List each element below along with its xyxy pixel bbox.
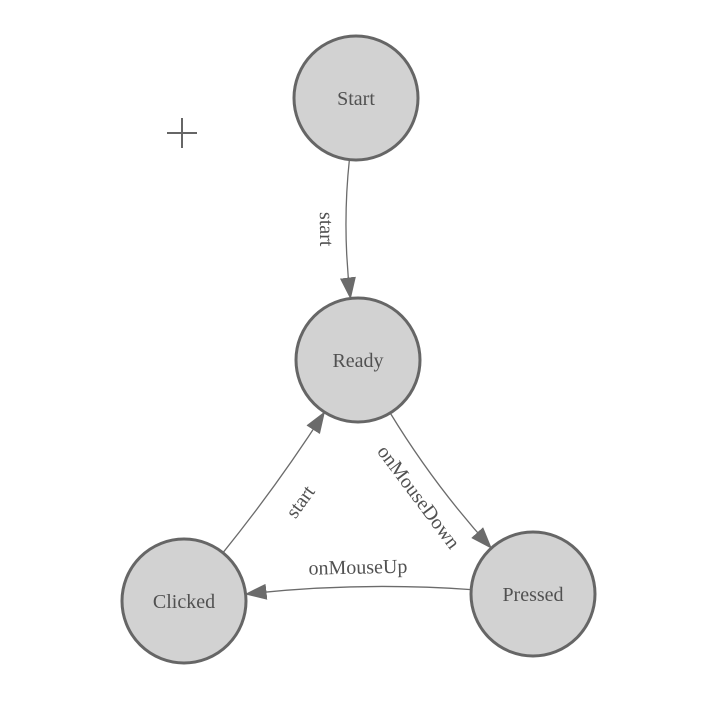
edge-clicked-ready[interactable] <box>222 411 326 554</box>
node-start-circle[interactable] <box>292 34 420 162</box>
node-ready-circle[interactable] <box>294 296 422 424</box>
crosshair-icon <box>167 118 197 148</box>
edge-clicked-ready-label: start <box>282 481 320 522</box>
edge-start-ready[interactable] <box>340 159 356 300</box>
state-node-clicked: Clicked <box>120 537 248 665</box>
edge-start-ready-label: start <box>315 212 337 247</box>
edge-ready-pressed[interactable] <box>389 412 492 549</box>
edge-pressed-clicked[interactable] <box>244 583 472 600</box>
edge-pressed-clicked-label: onMouseUp <box>308 556 407 580</box>
state-node-start: Start <box>292 34 420 162</box>
node-clicked-circle[interactable] <box>120 537 248 665</box>
node-pressed-circle[interactable] <box>469 530 597 658</box>
edge-ready-pressed-label: onMouseDown <box>373 441 465 553</box>
state-node-ready: Ready <box>294 296 422 424</box>
state-node-pressed: Pressed <box>469 530 597 658</box>
